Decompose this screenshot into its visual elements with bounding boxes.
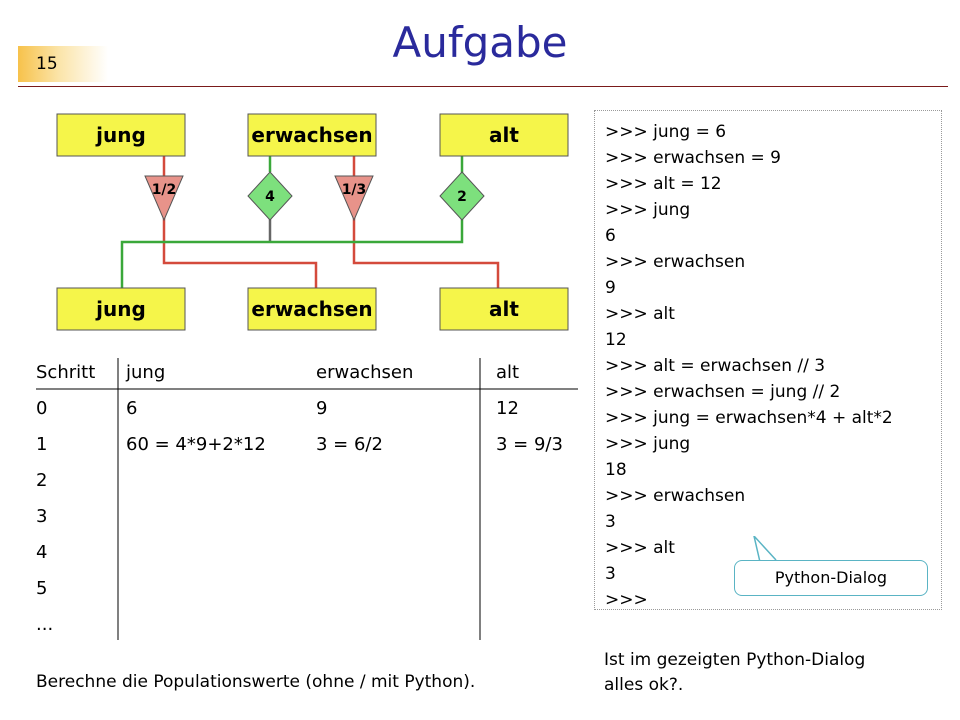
callout-tail [753, 536, 777, 563]
table-cell: 3 = 9/3 [496, 434, 563, 455]
console-line: 6 [605, 226, 616, 246]
console-line: 12 [605, 330, 627, 350]
factor-label-1: 1/2 [152, 182, 177, 198]
console-line: >>> jung [605, 200, 691, 220]
console-line: >>> alt = erwachsen // 3 [605, 356, 826, 376]
console-line: 3 [605, 564, 616, 584]
slide-number: 15 [18, 46, 108, 82]
table-cell: 2 [36, 470, 48, 491]
console-line: >>> erwachsen [605, 486, 746, 506]
bottom-box-alt: alt [439, 287, 569, 331]
console-line: >>> jung = erwachsen*4 + alt*2 [605, 408, 893, 428]
task-question: Ist im gezeigten Python-Dialog alles ok?… [604, 648, 865, 698]
top-box-alt-label: alt [489, 123, 519, 147]
python-console: >>> jung = 6 >>> erwachsen = 9 >>> alt =… [594, 110, 942, 610]
console-line: >>> [605, 590, 648, 610]
console-line: >>> jung [605, 434, 691, 454]
table-cell: 60 = 4*9+2*12 [126, 434, 266, 455]
table-cell: 0 [36, 398, 48, 419]
bottom-box-erwachsen: erwachsen [247, 287, 377, 331]
task-question-line-2: alles ok?. [604, 675, 684, 695]
table-header-jung: jung [126, 362, 166, 383]
factor-diamond-2: 2 [439, 171, 485, 221]
top-box-jung: jung [56, 113, 186, 157]
bottom-box-alt-label: alt [489, 297, 519, 321]
table-cell: 5 [36, 578, 48, 599]
table-cell: 12 [496, 398, 519, 419]
factor-label-2: 4 [265, 189, 275, 205]
table-header-schritt: Schritt [36, 362, 96, 383]
task-instruction: Berechne die Populationswerte (ohne / mi… [36, 672, 476, 692]
console-line: >>> erwachsen [605, 252, 746, 272]
top-box-erwachsen-label: erwachsen [251, 123, 372, 147]
top-box-jung-label: jung [95, 123, 146, 147]
factor-label-4: 2 [457, 189, 467, 205]
bottom-box-jung: jung [56, 287, 186, 331]
table-cell: 9 [316, 398, 328, 419]
table-cell: 3 = 6/2 [316, 434, 383, 455]
console-line: >>> alt [605, 538, 675, 558]
title-divider [18, 86, 948, 87]
table-cell: 6 [126, 398, 138, 419]
table-cell: 3 [36, 506, 48, 527]
table-header-erwachsen: erwachsen [316, 362, 414, 383]
table-cell: 1 [36, 434, 48, 455]
top-box-erwachsen: erwachsen [247, 113, 377, 157]
factor-diamond-1: 4 [247, 171, 293, 221]
factor-triangle-1: 1/2 [144, 175, 184, 222]
console-line: 9 [605, 278, 616, 298]
task-question-line-1: Ist im gezeigten Python-Dialog [604, 650, 866, 670]
table-cell: ... [36, 614, 54, 635]
console-line: >>> alt = 12 [605, 174, 722, 194]
red-line-erwachsen-alt [352, 156, 500, 288]
table-header-alt: alt [496, 362, 520, 383]
factor-triangle-2: 1/3 [334, 175, 374, 222]
console-line: >>> erwachsen = jung // 2 [605, 382, 841, 402]
table-cell: 4 [36, 542, 48, 563]
console-lines: >>> jung = 6 >>> erwachsen = 9 >>> alt =… [605, 119, 893, 613]
red-line-jung-erwachsen [162, 156, 318, 288]
slide-title: Aufgabe [392, 18, 568, 67]
top-box-alt: alt [439, 113, 569, 157]
console-line: 18 [605, 460, 627, 480]
console-line: 3 [605, 512, 616, 532]
bottom-box-erwachsen-label: erwachsen [251, 297, 372, 321]
factor-label-3: 1/3 [342, 182, 367, 198]
python-dialog-callout: Python-Dialog [734, 560, 928, 596]
console-line: >>> alt [605, 304, 675, 324]
console-line: >>> jung = 6 [605, 122, 727, 142]
bottom-box-jung-label: jung [95, 297, 146, 321]
console-line: >>> erwachsen = 9 [605, 148, 781, 168]
